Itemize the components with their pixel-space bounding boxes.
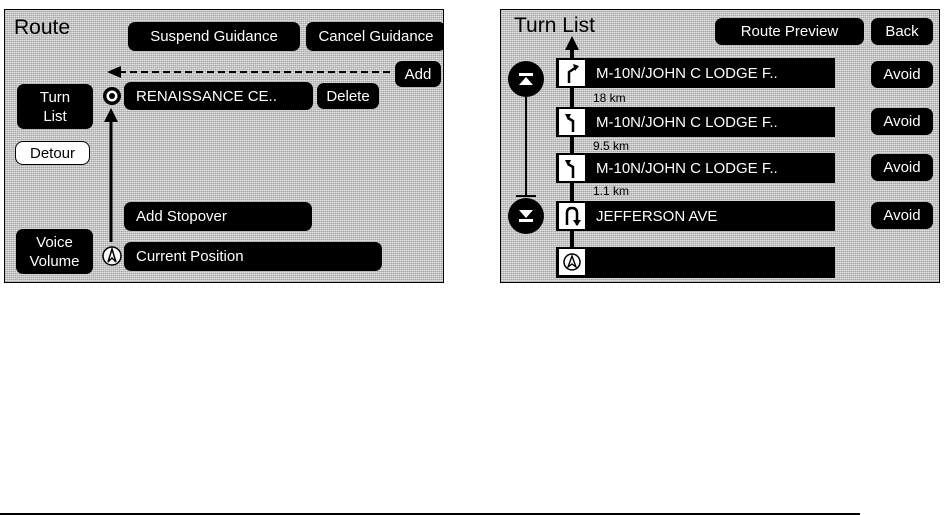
destination-button[interactable]: RENAISSANCE CE.. bbox=[124, 82, 313, 110]
voice-volume-button[interactable]: Voice Volume bbox=[16, 229, 93, 274]
turn-list-label-2: List bbox=[43, 107, 67, 125]
segment-distance: 1.1 km bbox=[593, 184, 630, 198]
current-position-button[interactable]: Current Position bbox=[124, 242, 382, 271]
cancel-guidance-button[interactable]: Cancel Guidance bbox=[306, 22, 443, 51]
u-turn-icon bbox=[558, 202, 586, 230]
voice-volume-label-1: Voice bbox=[36, 233, 73, 251]
scroll-thumb[interactable] bbox=[516, 195, 536, 197]
suspend-guidance-button[interactable]: Suspend Guidance bbox=[128, 22, 300, 51]
scroll-top-icon bbox=[519, 73, 533, 85]
add-stopover-button[interactable]: Add Stopover bbox=[124, 202, 312, 231]
avoid-button[interactable]: Avoid bbox=[871, 61, 933, 88]
insert-arrow-icon bbox=[107, 66, 393, 78]
turn-list-item[interactable]: M-10N/JOHN C LODGE F.. bbox=[556, 153, 835, 183]
road-name: M-10N/JOHN C LODGE F.. bbox=[596, 113, 778, 131]
turn-list-panel: Turn List Route Preview Back M-10N/JOHN … bbox=[500, 9, 940, 283]
scroll-down-button[interactable] bbox=[508, 198, 544, 234]
destination-marker-icon bbox=[103, 87, 121, 105]
avoid-button[interactable]: Avoid bbox=[871, 154, 933, 181]
turn-list-button[interactable]: Turn List bbox=[17, 84, 93, 129]
detour-button[interactable]: Detour bbox=[15, 141, 90, 165]
turn-list-label-1: Turn bbox=[39, 88, 71, 106]
turn-list-item[interactable]: JEFFERSON AVE bbox=[556, 201, 835, 231]
scroll-track[interactable] bbox=[525, 97, 527, 197]
voice-volume-label-2: Volume bbox=[29, 252, 80, 270]
page-title: Route bbox=[14, 16, 71, 39]
route-panel: Route Suspend Guidance Cancel Guidance A… bbox=[4, 9, 444, 283]
keep-left-icon bbox=[558, 154, 586, 182]
add-button[interactable]: Add bbox=[395, 61, 441, 87]
road-name: JEFFERSON AVE bbox=[596, 207, 718, 225]
back-button[interactable]: Back bbox=[871, 18, 933, 45]
segment-distance: 18 km bbox=[593, 91, 626, 105]
current-position-icon bbox=[558, 248, 586, 276]
avoid-button[interactable]: Avoid bbox=[871, 202, 933, 229]
route-line-icon bbox=[104, 108, 118, 242]
avoid-button[interactable]: Avoid bbox=[871, 108, 933, 135]
scroll-bottom-icon bbox=[519, 210, 533, 222]
route-preview-button[interactable]: Route Preview bbox=[715, 18, 864, 45]
keep-right-icon bbox=[558, 59, 586, 87]
segment-distance: 9.5 km bbox=[593, 139, 630, 153]
keep-left-icon bbox=[558, 108, 586, 136]
turn-list-item[interactable]: M-10N/JOHN C LODGE F.. bbox=[556, 58, 835, 88]
page-title: Turn List bbox=[514, 14, 595, 37]
turn-list-item[interactable]: M-10N/JOHN C LODGE F.. bbox=[556, 107, 835, 137]
road-name: M-10N/JOHN C LODGE F.. bbox=[596, 64, 778, 82]
delete-button[interactable]: Delete bbox=[317, 83, 379, 109]
road-name: M-10N/JOHN C LODGE F.. bbox=[596, 159, 778, 177]
scroll-up-button[interactable] bbox=[508, 61, 544, 97]
turn-list-item[interactable] bbox=[556, 247, 835, 278]
current-position-marker-icon bbox=[102, 246, 122, 266]
